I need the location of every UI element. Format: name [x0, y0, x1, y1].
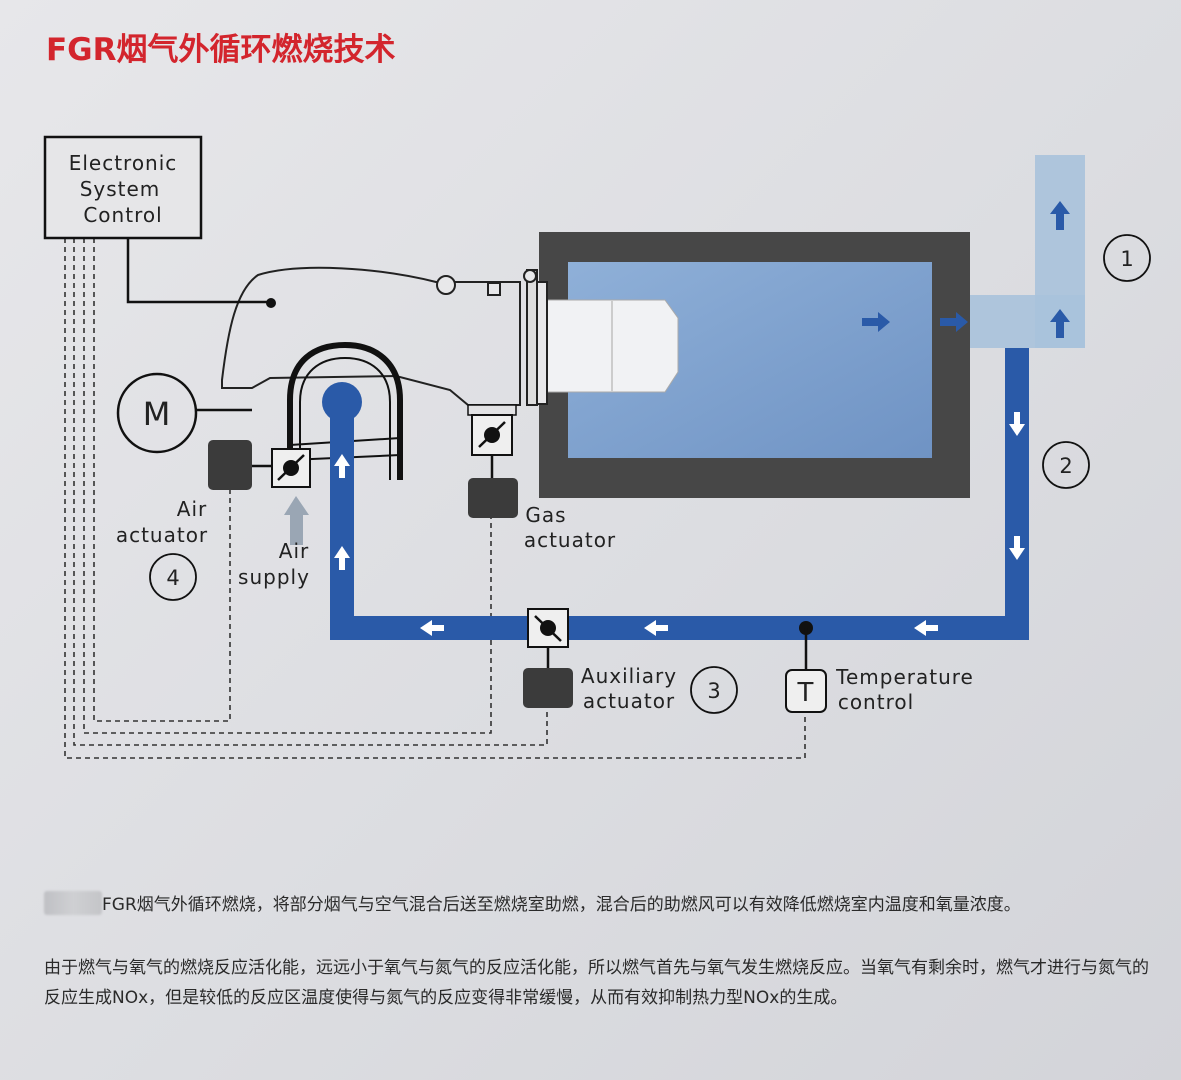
electronic-control-box: Electronic System Control: [43, 135, 203, 240]
control-box-line3: Control: [83, 203, 162, 227]
page-title: FGR烟气外循环燃烧技术: [46, 32, 396, 68]
air-supply-label-line1: Air: [279, 539, 309, 563]
callout-2-number: 2: [1059, 454, 1072, 478]
control-box-line2: System: [80, 177, 161, 201]
gas-actuator: Gas actuator: [467, 404, 616, 552]
fgr-pipe-outlet: [322, 382, 362, 422]
control-box-line1: Electronic: [69, 151, 178, 175]
auxiliary-actuator: Auxiliary actuator: [523, 608, 677, 713]
description-paragraph-1: FGR烟气外循环燃烧，将部分烟气与空气混合后送至燃烧室助燃，混合后的助燃风可以有…: [44, 890, 1164, 920]
callout-2: 2: [1042, 441, 1090, 489]
gas-actuator-label-line2: actuator: [524, 528, 616, 552]
callout-1: 1: [1103, 234, 1151, 282]
exhaust-arrows: [862, 201, 1070, 338]
temperature-symbol: T: [797, 678, 815, 708]
gas-actuator-label-line1: Gas: [525, 503, 566, 527]
flow-arrows: [334, 201, 1070, 636]
callout-4: 4: [149, 553, 197, 601]
callout-3: 3: [690, 666, 738, 714]
temperature-control-label-line2: control: [838, 690, 914, 714]
fgr-pipe: [330, 348, 1029, 640]
air-actuator: Air actuator: [116, 440, 311, 547]
callout-3-number: 3: [707, 679, 720, 703]
control-line-to-burner: [126, 238, 270, 304]
fgr-diagram: Electronic System Control M Air actuator…: [43, 135, 1151, 759]
air-supply-label-line2: supply: [238, 565, 310, 589]
recirculation-arrows: [334, 412, 1025, 636]
air-actuator-label-line1: Air: [177, 497, 207, 521]
motor: M: [116, 372, 252, 454]
auxiliary-actuator-label-line1: Auxiliary: [581, 664, 677, 688]
description-paragraph-2: 由于燃气与氧气的燃烧反应活化能，远远小于氧气与氮气的反应活化能，所以燃气首先与氧…: [44, 958, 1149, 1008]
redacted-brand: [44, 891, 102, 915]
callout-4-number: 4: [166, 566, 179, 590]
air-actuator-label-line2: actuator: [116, 523, 208, 547]
motor-symbol: M: [143, 395, 172, 433]
paragraph-1-text: FGR烟气外循环燃烧，将部分烟气与空气混合后送至燃烧室助燃，混合后的助燃风可以有…: [102, 895, 1021, 915]
callout-1-number: 1: [1120, 247, 1133, 271]
air-supply-arrow: [284, 496, 309, 545]
temperature-control-label-line1: Temperature: [835, 665, 974, 689]
burner-housing: [221, 266, 537, 406]
auxiliary-actuator-label-line2: actuator: [583, 689, 675, 713]
temperature-control: T Temperature control: [785, 621, 974, 714]
control-junction-dot: [266, 298, 276, 308]
